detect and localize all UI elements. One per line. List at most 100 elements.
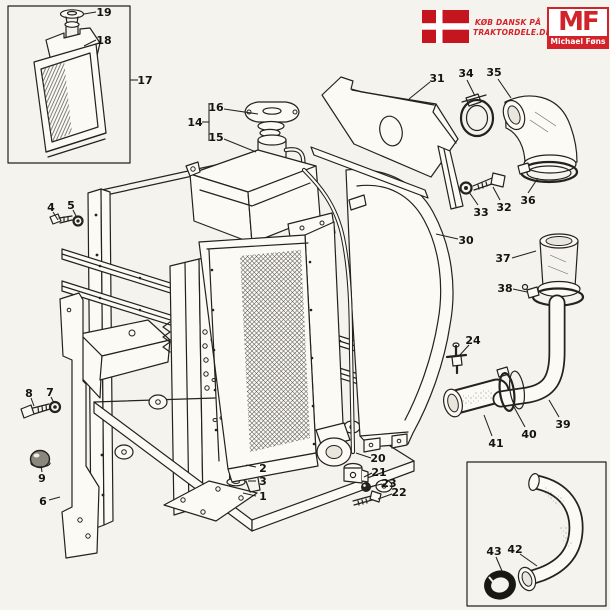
leader-line-18 xyxy=(83,39,97,47)
bypass-hose-42 xyxy=(517,473,584,592)
part-label-6: 6 xyxy=(39,495,47,508)
part-label-22: 22 xyxy=(391,486,406,499)
leader-line-20 xyxy=(355,452,372,459)
part-label-8: 8 xyxy=(25,387,33,400)
mf-logo-subtext: Michael Føns xyxy=(549,36,607,47)
hose-clamp-36 xyxy=(517,160,579,184)
leader-line-23 xyxy=(368,483,383,488)
part-label-38: 38 xyxy=(497,282,512,295)
part-label-3: 3 xyxy=(259,475,267,488)
part-label-40: 40 xyxy=(521,428,537,441)
part-label-34: 34 xyxy=(458,67,474,80)
part-label-20: 20 xyxy=(370,452,386,465)
radiator xyxy=(185,101,352,493)
leader-line-34 xyxy=(466,79,476,97)
part-label-5: 5 xyxy=(67,199,75,212)
part-label-2: 2 xyxy=(259,462,267,475)
washer-33 xyxy=(459,181,473,195)
leader-line-39 xyxy=(548,399,560,418)
part-label-31: 31 xyxy=(429,72,444,85)
nut-23 xyxy=(361,482,371,492)
leader-line-37 xyxy=(511,250,537,259)
filler-neck xyxy=(253,134,307,174)
lower-hose-41 xyxy=(443,378,510,418)
leader-line-19 xyxy=(83,11,97,15)
inset-box-bypass-hose xyxy=(466,461,607,607)
plug-9 xyxy=(29,449,51,469)
part-label-14: 14 xyxy=(187,116,203,129)
part-label-19: 19 xyxy=(96,6,111,19)
leader-line-15 xyxy=(223,138,257,153)
danish-flag-icon xyxy=(422,10,469,43)
outlet-connector-37 xyxy=(537,233,581,298)
leader-line-38 xyxy=(512,288,528,293)
leader-line-40 xyxy=(513,406,526,428)
part-label-16: 16 xyxy=(208,101,224,114)
leader-line-43 xyxy=(495,556,503,572)
part-label-41: 41 xyxy=(488,437,503,450)
leader-line-24 xyxy=(458,344,470,357)
bolt-4 xyxy=(49,213,73,225)
hose-clamp-40 xyxy=(496,366,526,412)
pipe-clip-21 xyxy=(343,462,369,484)
pipe-clip-group xyxy=(343,462,382,506)
part-label-33: 33 xyxy=(473,206,488,219)
part-label-35: 35 xyxy=(486,66,501,79)
tagline-line1: KØB DANSK PÅ xyxy=(474,18,542,27)
part-label-30: 30 xyxy=(458,234,474,247)
leader-line-42 xyxy=(519,553,538,567)
inset-box-radiator-assembly xyxy=(7,5,131,164)
part-label-17: 17 xyxy=(137,74,152,87)
part-label-18: 18 xyxy=(96,34,111,47)
baffle-panel xyxy=(310,76,464,210)
radiator-cap-inset xyxy=(59,9,85,38)
leader-line-4 xyxy=(52,211,59,221)
part-label-21: 21 xyxy=(371,466,386,479)
left-fasteners xyxy=(20,213,84,469)
part-label-42: 42 xyxy=(507,543,522,556)
part-label-15: 15 xyxy=(208,131,223,144)
part-label-32: 32 xyxy=(496,201,511,214)
leader-line-36 xyxy=(527,177,539,194)
leader-line-7 xyxy=(50,396,55,404)
hose-clamp-34 xyxy=(459,93,495,138)
part-label-36: 36 xyxy=(520,194,536,207)
mf-logo-text: MF xyxy=(558,7,600,37)
leader-line-35 xyxy=(497,78,512,99)
leader-line-31 xyxy=(408,81,431,100)
part-label-23: 23 xyxy=(381,477,396,490)
part-label-37: 37 xyxy=(495,252,510,265)
leader-line-2 xyxy=(245,464,257,468)
hose-clamp-38 xyxy=(521,283,585,307)
leader-line-32 xyxy=(492,186,501,201)
part-label-4: 4 xyxy=(47,201,55,214)
upper-hose-group xyxy=(459,93,579,195)
leader-line-8 xyxy=(30,397,35,407)
drain-tap-24 xyxy=(445,342,468,375)
overflow-pipe xyxy=(301,167,356,455)
part-label-1: 1 xyxy=(259,490,267,503)
bolt-22 xyxy=(352,490,382,506)
side-support-plate xyxy=(59,292,100,559)
fan-shroud xyxy=(345,168,454,453)
lower-hose-group xyxy=(443,233,585,418)
part-label-7: 7 xyxy=(46,386,54,399)
leader-line-5 xyxy=(72,209,78,219)
leader-line-21 xyxy=(363,472,373,478)
hose-clamp-43 xyxy=(484,570,516,600)
leader-line-33 xyxy=(468,191,479,206)
leader-line-6 xyxy=(48,496,61,501)
leader-line-16 xyxy=(223,108,259,115)
radiator-core-inset xyxy=(33,42,107,158)
leader-line-9 xyxy=(40,465,43,473)
foot-bracket xyxy=(163,480,258,522)
leader-line-22 xyxy=(377,493,393,500)
part-label-43: 43 xyxy=(486,545,501,558)
branding-header: KØB DANSK PÅ TRAKTORDELE.DK MF Michael F… xyxy=(422,7,609,53)
lower-pipe-39 xyxy=(492,294,566,408)
radiator-cap xyxy=(244,101,300,138)
part-label-24: 24 xyxy=(465,334,481,347)
tagline-line2: TRAKTORDELE.DK xyxy=(473,27,552,37)
